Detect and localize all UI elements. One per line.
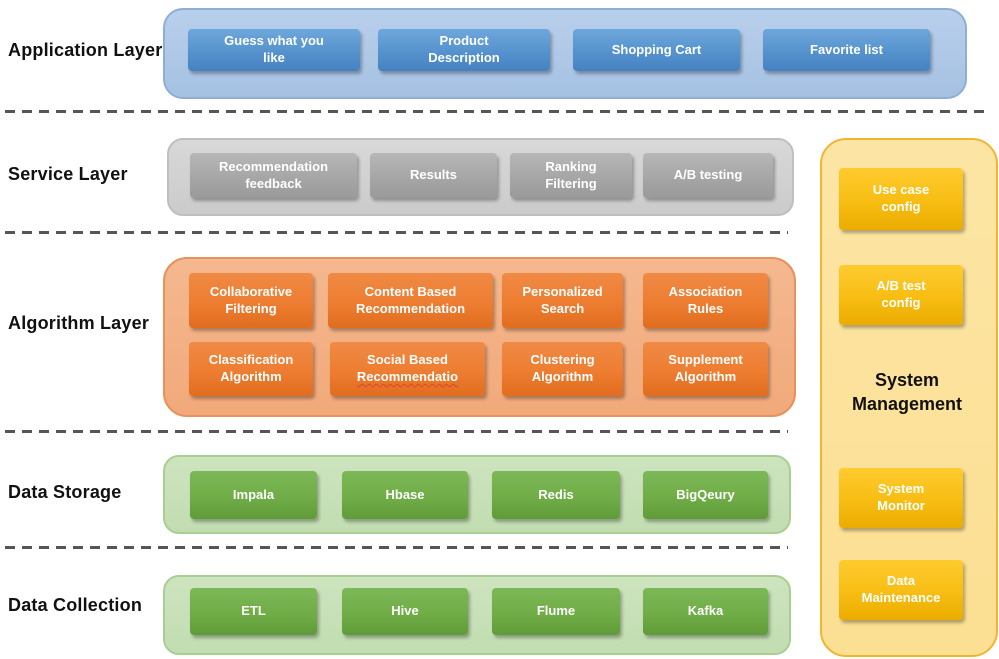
node-redis: Redis [492,471,620,519]
node-favorite-list: Favorite list [763,29,930,71]
node-flume: Flume [492,588,620,635]
node-association-rules: Association Rules [643,273,768,328]
node-guess-what-you-like: Guess what you like [188,29,360,71]
node-ab-test-config: A/B test config [839,265,963,325]
node-collaborative-filtering: Collaborative Filtering [189,273,313,328]
layer-label-data-storage: Data Storage [8,482,122,502]
node-clustering-algorithm: Clustering Algorithm [502,342,623,396]
node-ranking-filtering: Ranking Filtering [510,153,632,198]
node-hive: Hive [342,588,468,635]
layer-label-algorithm: Algorithm Layer [8,313,150,333]
node-personalized-search: Personalized Search [502,273,623,328]
node-hbase: Hbase [342,471,468,519]
node-results: Results [370,153,497,198]
node-data-maintenance: Data Maintenance [839,560,963,620]
layer-separator-3 [5,430,788,433]
node-kafka: Kafka [643,588,768,635]
node-product-description: Product Description [378,29,550,71]
node-recommendation-feedback: Recommendation feedback [190,153,357,198]
layer-separator-1 [5,110,985,113]
node-ab-testing: A/B testing [643,153,773,198]
node-content-based-recommendation: Content Based Recommendation [328,273,493,328]
layer-separator-4 [5,546,788,549]
node-label-line-misspelled: Recommendatio [356,369,459,384]
node-classification-algorithm: Classification Algorithm [189,342,313,396]
node-label-line: Social Based [367,352,448,368]
node-system-monitor: System Monitor [839,468,963,528]
node-shopping-cart: Shopping Cart [573,29,740,71]
layer-label-data-collection: Data Collection [8,595,143,615]
node-etl: ETL [190,588,317,635]
node-use-case-config: Use case config [839,168,963,230]
layer-label-application: Application Layer [8,40,163,60]
layer-label-service: Service Layer [8,164,128,184]
node-social-based-recommendation: Social Based Recommendatio [330,342,485,396]
system-management-title: System Management [851,370,963,415]
layer-separator-2 [5,231,788,234]
node-supplement-algorithm: Supplement Algorithm [643,342,768,396]
node-impala: Impala [190,471,317,519]
node-bigquery: BigQeury [643,471,768,519]
